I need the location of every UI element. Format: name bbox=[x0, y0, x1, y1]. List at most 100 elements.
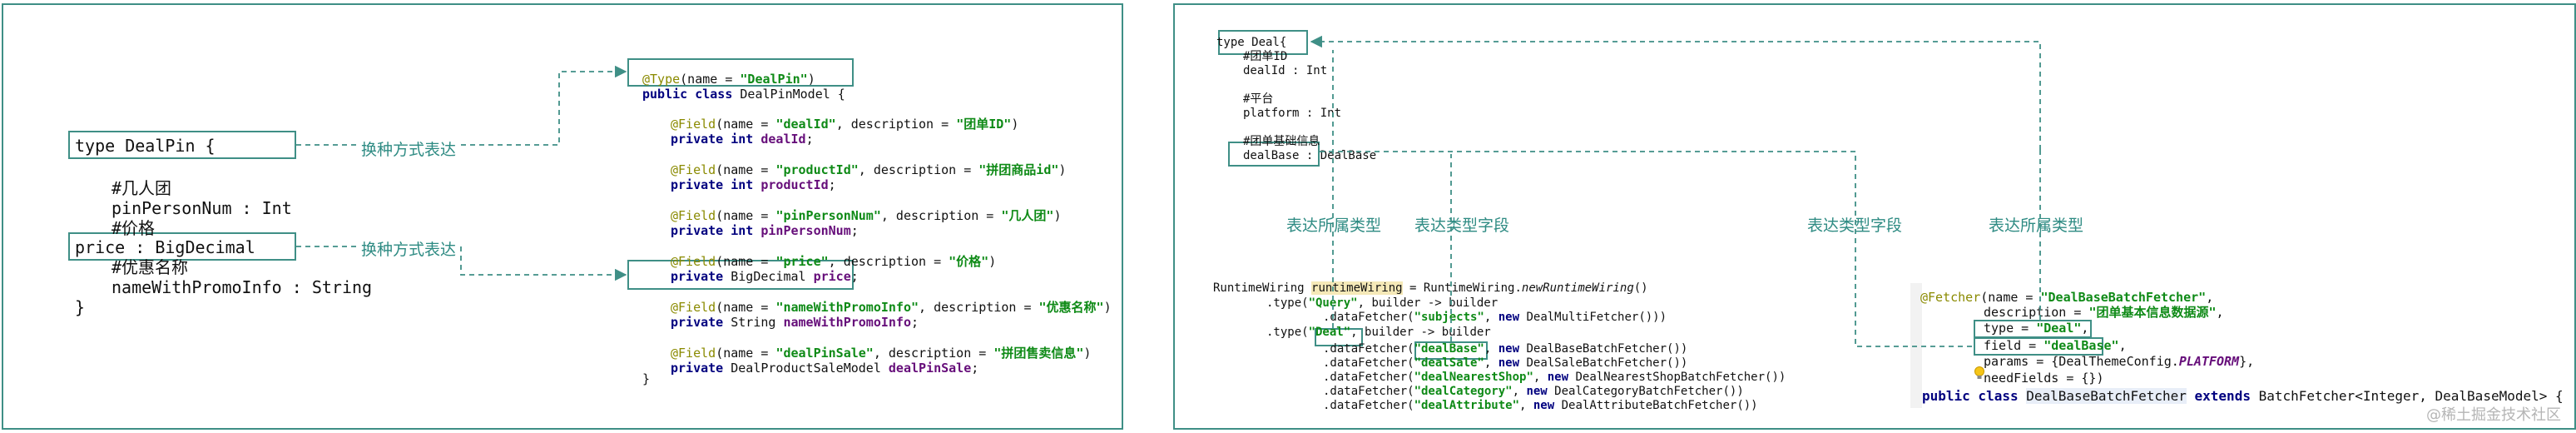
fetcher-extends-keyword: extends bbox=[2186, 388, 2259, 404]
field-annotation-token: @Field bbox=[671, 346, 716, 361]
fetcher-l1-open: (name = bbox=[1980, 290, 2041, 305]
java-field-declaration: private String nameWithPromoInfo; bbox=[671, 315, 919, 330]
field-decl-keyword: private int bbox=[671, 223, 761, 238]
field-annotation-mid: , description = bbox=[858, 162, 979, 177]
java-field-declaration: private int pinPersonNum; bbox=[671, 223, 859, 238]
schema-comment-price: #价格 bbox=[111, 218, 156, 238]
field-annotation-desc: "拼团商品id" bbox=[978, 162, 1059, 177]
wiring-row-kw: new bbox=[1547, 371, 1569, 384]
fetcher-class-name: DealBaseBatchFetcher bbox=[2026, 388, 2187, 404]
field-annotation-mid: , description = bbox=[880, 208, 1002, 223]
field-annotation-name: "price" bbox=[775, 254, 829, 269]
label-type-field-1: 表达类型字段 bbox=[1414, 216, 1510, 235]
wiring-row-s: "dealAttribute" bbox=[1414, 399, 1520, 412]
type-dealpin-box bbox=[68, 131, 296, 159]
fetcher-annotation: @Fetcher bbox=[1920, 290, 1981, 305]
dealbase-field-box bbox=[1228, 142, 1320, 167]
fetcher-line-1: @Fetcher(name = "DealBaseBatchFetcher", bbox=[1920, 291, 2213, 304]
field-annotation-token: @Field bbox=[671, 254, 716, 269]
wiring-dealbase-box bbox=[1414, 341, 1488, 360]
wiring-l3-c: DealMultiFetcher())) bbox=[1519, 311, 1667, 324]
field-annotation-name: "dealPinSale" bbox=[775, 346, 874, 361]
fetcher-l1-s: "DealBaseBatchFetcher" bbox=[2040, 290, 2207, 305]
wiring-row-c: DealSaleBatchFetcher()) bbox=[1519, 356, 1688, 370]
annotation-args-close: ) bbox=[807, 72, 815, 87]
field-decl-type: String bbox=[731, 315, 784, 330]
wiring-row-c: DealNearestShopBatchFetcher()) bbox=[1568, 371, 1786, 384]
annotation-type-name: "DealPin" bbox=[740, 72, 808, 87]
field-decl-name: price bbox=[813, 269, 851, 284]
arrow-label-type: 换种方式表达 bbox=[361, 141, 457, 159]
field-annotation-mid: , description = bbox=[835, 117, 957, 132]
wiring-row-a: .dataFetcher( bbox=[1323, 356, 1414, 370]
wiring-row-a: .dataFetcher( bbox=[1323, 385, 1414, 398]
java-field-declaration: private DealProductSaleModel dealPinSale… bbox=[671, 361, 978, 376]
annotation-args-open: (name = bbox=[680, 72, 741, 87]
wiring-datafetcher-row: .dataFetcher("dealAttribute", new DealAt… bbox=[1323, 399, 1758, 413]
field-annotation-close: ) bbox=[1011, 117, 1019, 132]
fetcher-l3-s: "Deal" bbox=[2036, 321, 2082, 336]
wiring-line-4: .type("Deal", builder -> builder bbox=[1266, 326, 1491, 340]
label-type-field-2: 表达类型字段 bbox=[1807, 216, 1903, 235]
deal-type-line: type Deal{ bbox=[1216, 36, 1287, 49]
field-annotation-name: "nameWithPromoInfo" bbox=[775, 300, 919, 315]
wiring-l3-a: .dataFetcher( bbox=[1323, 311, 1414, 324]
lightbulb-icon[interactable] bbox=[1974, 366, 1985, 381]
class-keyword: public class bbox=[642, 87, 733, 102]
label-owner-type-2: 表达所属类型 bbox=[1989, 216, 2084, 235]
wiring-row-s: "dealSale" bbox=[1414, 356, 1484, 370]
wiring-l2-a: .type( bbox=[1266, 296, 1309, 310]
fetcher-l1-end: , bbox=[2206, 290, 2214, 305]
fetcher-l4-a: field = bbox=[1984, 338, 2044, 353]
schema-comment-pin: #几人团 bbox=[111, 178, 172, 198]
wiring-row-c: DealBaseBatchFetcher()) bbox=[1519, 342, 1688, 356]
deal-comment-platform: #平台 bbox=[1243, 92, 1274, 106]
wiring-row-s: "dealNearestShop" bbox=[1414, 371, 1533, 384]
deal-dealid: dealId : Int bbox=[1243, 64, 1328, 77]
fetcher-l5-platform: PLATFORM bbox=[2178, 354, 2240, 369]
arrow-label-field: 换种方式表达 bbox=[361, 241, 457, 259]
wiring-l2-s: "Query" bbox=[1308, 296, 1358, 310]
field-annotation-name: "productId" bbox=[775, 162, 859, 177]
type-deal-box bbox=[1218, 30, 1308, 55]
fetcher-l2-end: , bbox=[2216, 305, 2224, 320]
field-decl-type: BigDecimal bbox=[731, 269, 814, 284]
wiring-deal-type-box bbox=[1315, 328, 1363, 346]
wiring-datafetcher-row: .dataFetcher("dealSale", new DealSaleBat… bbox=[1323, 356, 1687, 371]
wiring-row-c: DealAttributeBatchFetcher()) bbox=[1554, 399, 1758, 412]
field-annotation-open: (name = bbox=[716, 254, 776, 269]
fetcher-class-keyword: public class bbox=[1922, 388, 2027, 404]
wiring-l3-b: , bbox=[1484, 311, 1499, 324]
field-decl-keyword: private bbox=[671, 315, 731, 330]
editor-gutter bbox=[1910, 283, 1922, 408]
java-type-annotation: @Type(name = "DealPin") bbox=[642, 72, 815, 87]
deal-dealbase: dealBase : DealBase bbox=[1243, 149, 1377, 162]
field-decl-name: nameWithPromoInfo bbox=[783, 315, 911, 330]
connector-deal-head bbox=[1310, 35, 2041, 150]
field-decl-end: ; bbox=[850, 223, 859, 238]
wiring-row-b: , bbox=[1484, 342, 1499, 356]
schema-type-line: type DealPin { bbox=[75, 136, 215, 156]
wiring-l3-s: "subjects" bbox=[1414, 311, 1484, 324]
field-annotation-desc: "拼团售卖信息" bbox=[993, 346, 1084, 361]
wiring-row-s: "dealCategory" bbox=[1414, 385, 1513, 398]
wiring-row-a: .dataFetcher( bbox=[1323, 342, 1414, 356]
wiring-l4-s: "Deal" bbox=[1308, 326, 1351, 339]
deal-comment-id: #团单ID bbox=[1243, 50, 1288, 63]
field-annotation-desc: "几人团" bbox=[1001, 208, 1054, 223]
fetcher-line-3: type = "Deal", bbox=[1984, 321, 2088, 335]
field-annotation-mid: , description = bbox=[828, 254, 949, 269]
connector-price-2 bbox=[460, 246, 627, 281]
wiring-row-c: DealCategoryBatchFetcher()) bbox=[1547, 385, 1744, 398]
deal-platform: platform : Int bbox=[1243, 107, 1342, 120]
field-annotation-token: @Field bbox=[671, 117, 716, 132]
class-name: DealPinModel { bbox=[732, 87, 845, 102]
field-annotation-close: ) bbox=[1053, 208, 1062, 223]
connector-dealbase-2 bbox=[1320, 151, 1972, 347]
field-annotation-open: (name = bbox=[716, 162, 776, 177]
fetcher-class-rest: BatchFetcher<Integer, DealBaseModel> { bbox=[2258, 388, 2564, 404]
field-decl-name: dealPinSale bbox=[888, 361, 972, 376]
fetcher-line-2: description = "团单基本信息数据源", bbox=[1984, 306, 2224, 319]
field-annotation-desc: "团单ID" bbox=[956, 117, 1012, 132]
fetcher-line-7: public class DealBaseBatchFetcher extend… bbox=[1922, 388, 2564, 404]
